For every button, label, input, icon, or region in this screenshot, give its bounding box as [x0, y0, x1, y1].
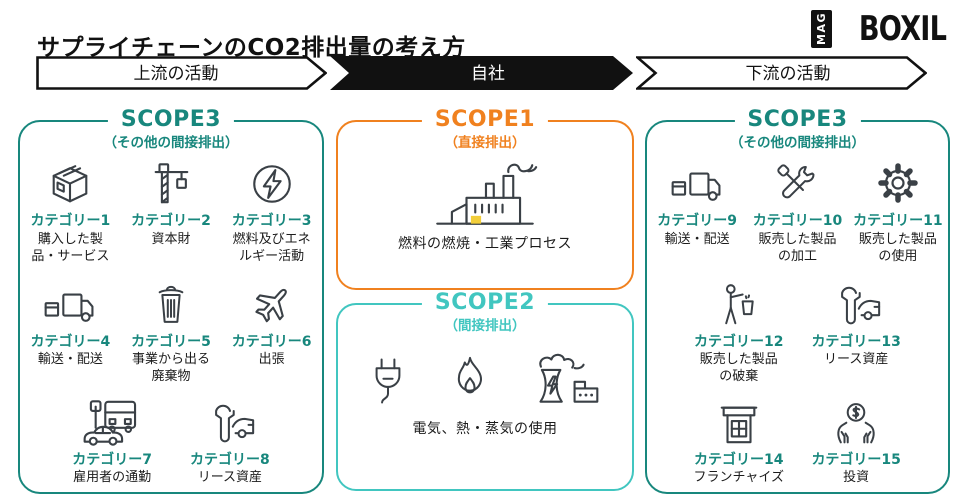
category-name: カテゴリー3: [231, 213, 312, 229]
category-desc: フランチャイズ: [693, 470, 785, 486]
truck-icon: [670, 165, 724, 207]
category-desc: 資本財: [151, 231, 191, 247]
tools-icon: [774, 161, 820, 207]
scope3-downstream-title: SCOPE3: [734, 107, 861, 134]
company-arrow: 自社: [330, 56, 633, 90]
category-8-cell: カテゴリー8 リース資産: [171, 396, 289, 487]
category-desc: 輸送・配送: [37, 352, 103, 368]
investment-icon: [832, 400, 880, 446]
crane-icon: [148, 161, 194, 207]
category-name: カテゴリー5: [131, 333, 211, 350]
downstream-arrow: 下流の活動: [636, 56, 927, 90]
upstream-row-1: カテゴリー1 購入した製 品・サービス カテゴリー2 資本財 カテゴリー3 燃料…: [20, 157, 322, 265]
gear-icon: [874, 159, 922, 207]
boxil-wordmark: BOXIL: [858, 9, 947, 49]
category-2-cell: カテゴリー2 資本財: [121, 157, 222, 265]
disposal-icon: [718, 282, 760, 328]
category-1-cell: カテゴリー1 購入した製 品・サービス: [20, 157, 121, 265]
category-6-cell: カテゴリー6 出張: [221, 278, 322, 386]
category-desc: 事業から出る 廃棄物: [131, 352, 210, 385]
category-name: カテゴリー6: [231, 333, 312, 350]
downstream-row-1: カテゴリー9 輸送・配送 カテゴリー10 販売した製品 の加工 カテゴリー11 …: [647, 157, 948, 265]
category-desc: 出張: [258, 352, 285, 368]
scope1-caption: 燃料の燃焼・工業プロセス: [398, 236, 572, 252]
category-13-cell: カテゴリー13 リース資産: [797, 278, 914, 386]
scope3-upstream-title: SCOPE3: [107, 107, 235, 134]
mag-badge: MAG: [810, 10, 832, 48]
upstream-row-2: カテゴリー4 輸送・配送 カテゴリー5 事業から出る 廃棄物 カテゴリー6 出張: [20, 278, 322, 386]
wrench-car-icon: [205, 400, 255, 446]
category-desc: 燃料及びエネ ルギー活動: [232, 231, 311, 264]
scope3-upstream-subtitle: （その他の間接排出）: [103, 135, 239, 151]
scope2-subtitle: （間接排出）: [444, 318, 526, 334]
category-14-cell: カテゴリー14 フランチャイズ: [680, 396, 797, 487]
category-4-cell: カテゴリー4 輸送・配送: [20, 278, 121, 386]
category-name: カテゴリー4: [30, 333, 111, 350]
category-desc: 販売した製品 の使用: [858, 231, 937, 264]
upstream-arrow-label: 上流の活動: [134, 64, 219, 84]
flame-icon: [447, 354, 493, 406]
category-desc: 購入した製 品・サービス: [31, 231, 110, 264]
category-desc: 雇用者の通勤: [73, 470, 152, 486]
category-name: カテゴリー13: [811, 333, 901, 350]
upstream-arrow: 上流の活動: [36, 56, 327, 90]
store-icon: [716, 400, 762, 446]
scope1-box: SCOPE1 （直接排出） 燃料の燃焼・工業プロセス: [336, 107, 634, 290]
airplane-icon: [249, 282, 295, 328]
category-name: カテゴリー11: [853, 213, 943, 229]
package-icon: [47, 161, 93, 207]
scope3-downstream-subtitle: （その他の間接排出）: [730, 135, 865, 151]
category-name: カテゴリー14: [694, 451, 784, 468]
category-name: カテゴリー9: [657, 213, 738, 229]
boxil-logo: MAG BOXIL: [810, 9, 947, 49]
category-desc: 販売した製品 の破棄: [699, 352, 778, 385]
company-arrow-label: 自社: [471, 64, 505, 84]
scope1-title: SCOPE1: [421, 107, 549, 134]
scope2-caption: 電気、熱・蒸気の使用: [412, 421, 558, 437]
scope2-box: SCOPE2 （間接排出） 電気、熱・蒸気の使用: [336, 290, 634, 491]
category-name: カテゴリー1: [30, 213, 111, 229]
category-desc: リース資産: [824, 352, 889, 368]
wrench-car-icon: [831, 282, 881, 328]
power-plant-icon: [531, 350, 603, 406]
category-5-cell: カテゴリー5 事業から出る 廃棄物: [121, 278, 222, 386]
category-name: カテゴリー10: [752, 213, 843, 229]
category-name: カテゴリー12: [694, 333, 784, 350]
category-name: カテゴリー2: [131, 213, 211, 229]
category-12-cell: カテゴリー12 販売した製品 の破棄: [680, 278, 797, 386]
category-desc: 販売した製品 の加工: [758, 231, 837, 264]
category-7-cell: カテゴリー7 雇用者の通勤: [53, 396, 171, 487]
trash-icon: [151, 282, 191, 328]
truck-icon: [43, 286, 97, 328]
energy-icon: [249, 161, 295, 207]
flow-banner: 上流の活動 自社 下流の活動: [36, 56, 927, 90]
category-10-cell: カテゴリー10 販売した製品 の加工: [747, 157, 847, 265]
category-name: カテゴリー7: [72, 451, 152, 468]
category-9-cell: カテゴリー9 輸送・配送: [647, 157, 747, 265]
category-desc: リース資産: [197, 470, 263, 486]
scope3-upstream-panel: SCOPE3 （その他の間接排出） カテゴリー1 購入した製 品・サービス カテ…: [18, 107, 324, 494]
category-desc: 輸送・配送: [664, 231, 730, 247]
category-15-cell: カテゴリー15 投資: [797, 396, 914, 487]
plug-icon: [367, 356, 409, 406]
scope3-downstream-panel: SCOPE3 （その他の間接排出） カテゴリー9 輸送・配送 カテゴリー10 販…: [645, 107, 950, 494]
category-name: カテゴリー15: [811, 451, 901, 468]
car-bus-icon: [82, 398, 142, 446]
upstream-row-3: カテゴリー7 雇用者の通勤 カテゴリー8 リース資産: [53, 396, 289, 487]
factory-icon: [430, 155, 540, 229]
category-3-cell: カテゴリー3 燃料及びエネ ルギー活動: [221, 157, 322, 265]
scope2-icons: [338, 348, 632, 406]
downstream-row-3: カテゴリー14 フランチャイズ カテゴリー15 投資: [680, 396, 915, 487]
scope1-subtitle: （直接排出）: [444, 135, 526, 151]
category-11-cell: カテゴリー11 販売した製品 の使用: [848, 157, 948, 265]
category-desc: 投資: [843, 470, 870, 486]
downstream-row-2: カテゴリー12 販売した製品 の破棄 カテゴリー13 リース資産: [680, 278, 915, 386]
category-name: カテゴリー8: [190, 451, 270, 468]
downstream-arrow-label: 下流の活動: [746, 64, 831, 84]
scope2-title: SCOPE2: [421, 290, 549, 317]
